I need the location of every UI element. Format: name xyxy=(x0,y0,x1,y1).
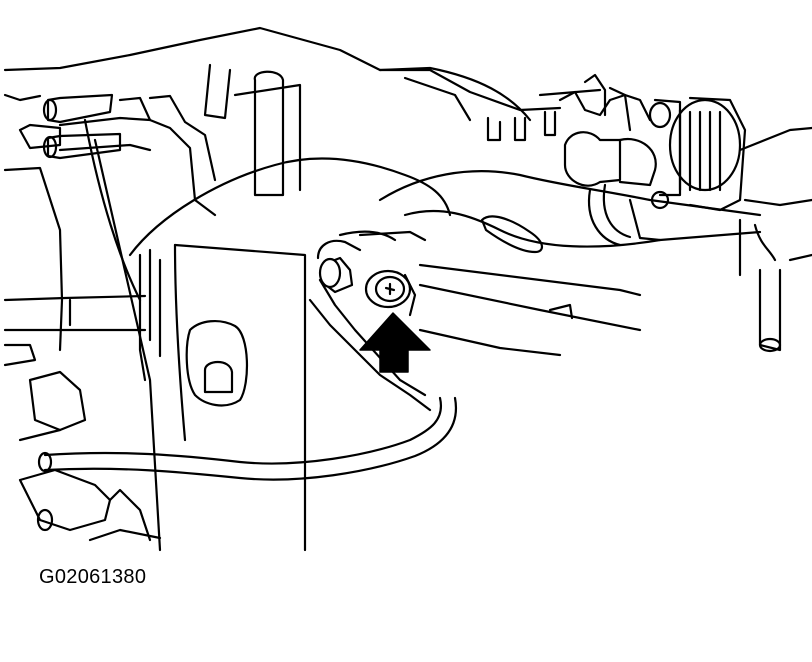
throttle-body xyxy=(558,73,812,353)
engine-line-drawing xyxy=(3,26,812,552)
coolant-tube-fittings xyxy=(42,93,217,217)
figure-reference-code: G02061380 xyxy=(39,566,147,588)
air-duct xyxy=(378,170,762,254)
hose-connector xyxy=(316,230,427,294)
engine-block-outline xyxy=(3,26,602,197)
bottom-hose xyxy=(37,396,458,481)
fastener-bolt xyxy=(364,269,417,317)
vacuum-lines xyxy=(308,263,642,412)
left-housing xyxy=(3,118,162,552)
up-arrow-icon xyxy=(359,312,431,373)
intake-manifold-elbow xyxy=(128,157,452,552)
